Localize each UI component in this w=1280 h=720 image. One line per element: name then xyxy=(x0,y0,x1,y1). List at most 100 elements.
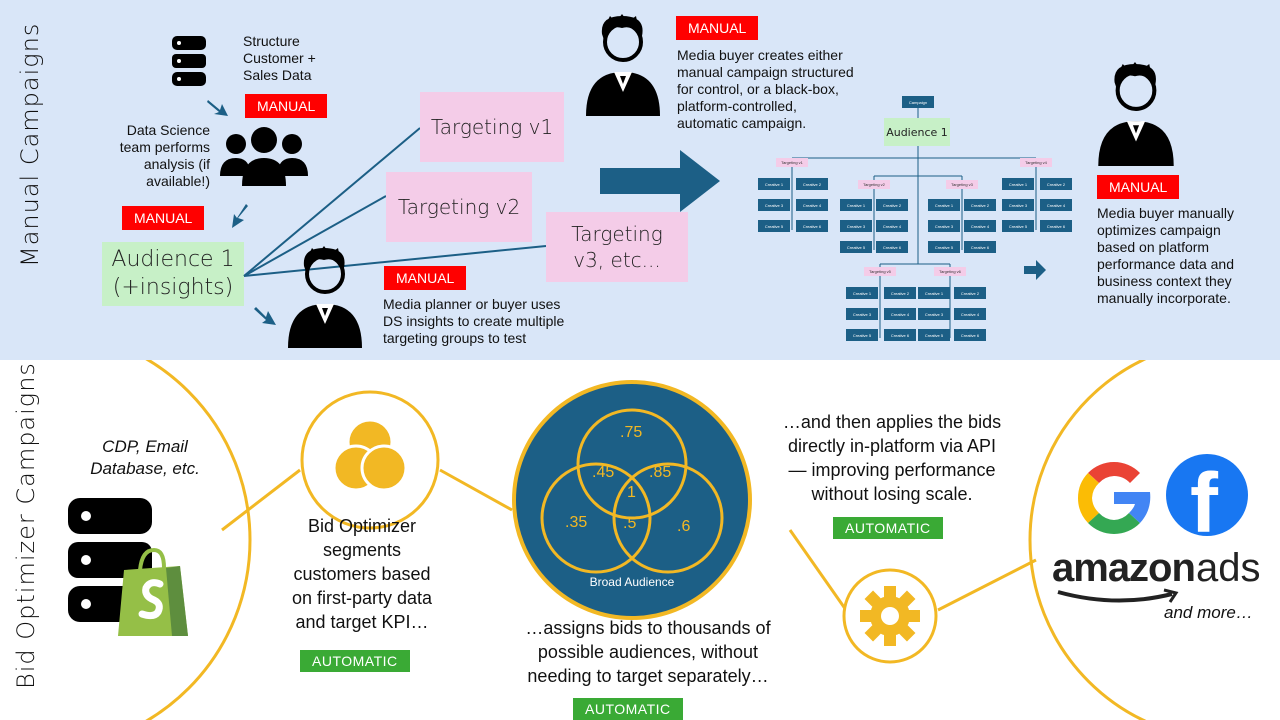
venn-icon xyxy=(300,390,440,530)
tree-creative-node: Creative 1 xyxy=(758,178,790,190)
tree-creative-node: Creative 2 xyxy=(964,199,996,211)
tree-creative-node: Creative 1 xyxy=(840,199,872,211)
targeting-connector-lines xyxy=(243,127,547,277)
manual-badge-structure: MANUAL xyxy=(245,94,328,118)
tree-creative-node: Creative 1 xyxy=(846,287,878,299)
venn-value-label: .6 xyxy=(677,518,691,535)
bid-optimizer-panel: Bid Optimizer Campaigns CDP, Email Datab… xyxy=(0,360,1280,720)
tree-creative-node: Creative 6 xyxy=(884,329,916,341)
tree-creative-node: Creative 1 xyxy=(918,287,950,299)
person-icon xyxy=(586,14,660,116)
manual-badge-buyer: MANUAL xyxy=(676,16,759,40)
assigns-text: …assigns bids to thousands of possible a… xyxy=(525,618,771,686)
arrow-icon xyxy=(1024,260,1046,280)
tree-creative-node: Creative 6 xyxy=(796,220,828,232)
database-icon xyxy=(172,36,206,86)
tree-creative-node: Creative 3 xyxy=(846,308,878,320)
amazon-smile-icon xyxy=(1057,588,1179,603)
tree-creative-node: Creative 3 xyxy=(758,199,790,211)
tree-creative-node: Creative 1 xyxy=(928,199,960,211)
tree-creative-node: Creative 5 xyxy=(1002,220,1034,232)
segments-text: Bid Optimizer segments customers based o… xyxy=(291,516,433,632)
tree-creative-node: Creative 6 xyxy=(964,241,996,253)
tree-creative-node: Creative 3 xyxy=(840,220,872,232)
sources-text: CDP, Email Database, etc. xyxy=(90,437,200,478)
optimize-text: Media buyer manually optimizes campaign … xyxy=(1097,205,1234,306)
tree-creative-node: Creative 2 xyxy=(796,178,828,190)
buyer-text: Media buyer creates either manual campai… xyxy=(677,47,854,131)
person-icon xyxy=(288,246,362,348)
manual-badge-ds: MANUAL xyxy=(122,206,205,230)
bid-optimizer-label: Bid Optimizer Campaigns xyxy=(12,362,40,689)
tree-creative-node: Creative 5 xyxy=(918,329,950,341)
automatic-badge-applies: AUTOMATIC xyxy=(833,517,943,539)
tree-targeting-node: Targeting v1 xyxy=(776,158,808,167)
tree-creative-node: Creative 5 xyxy=(840,241,872,253)
tree-creative-node: Creative 5 xyxy=(928,241,960,253)
tree-creative-node: Creative 3 xyxy=(928,220,960,232)
structure-data-text: Structure Customer + Sales Data xyxy=(243,33,316,83)
amazon-text: amazon xyxy=(1052,546,1196,590)
targeting-v1-box: Targeting v1 xyxy=(420,92,564,162)
tree-targeting-node: Targeting v2 xyxy=(858,180,890,189)
tree-creative-node: Creative 3 xyxy=(1002,199,1034,211)
google-logo: G xyxy=(1070,454,1158,542)
tree-creative-node: Creative 6 xyxy=(1040,220,1072,232)
tree-creative-node: Creative 2 xyxy=(954,287,986,299)
arrow-icon xyxy=(600,150,720,212)
venn-value-label: .85 xyxy=(649,464,672,481)
tree-creative-node: Creative 6 xyxy=(954,329,986,341)
facebook-letter: f xyxy=(1190,456,1218,536)
targeting-v3-box: Targeting v3, etc... xyxy=(546,212,688,282)
tree-targeting-node: Targeting v6 xyxy=(934,267,966,276)
targeting-v2-box: Targeting v2 xyxy=(386,172,532,242)
manual-badge-optimize: MANUAL xyxy=(1097,175,1180,199)
broad-audience-venn xyxy=(512,380,752,620)
arrow-icon xyxy=(254,307,276,325)
arrow-icon xyxy=(232,204,248,228)
facebook-logo: f xyxy=(1166,454,1248,536)
tree-creative-node: Creative 4 xyxy=(796,199,828,211)
tree-targeting-node: Targeting v3 xyxy=(946,180,978,189)
tree-creative-node: Creative 5 xyxy=(846,329,878,341)
tree-campaign-node: Campaign xyxy=(902,96,934,108)
gear-icon xyxy=(842,568,938,664)
venn-value-label: .5 xyxy=(623,515,637,532)
applies-text: …and then applies the bids directly in-p… xyxy=(782,412,1002,504)
audience-insights-box: Audience 1 (+insights) xyxy=(102,242,244,306)
tree-creative-node: Creative 4 xyxy=(876,220,908,232)
person-icon xyxy=(1098,62,1174,166)
flow-arcs xyxy=(145,360,1147,720)
venn-value-label: 1 xyxy=(627,484,636,501)
automatic-badge-segments: AUTOMATIC xyxy=(300,650,410,672)
tree-creative-node: Creative 4 xyxy=(964,220,996,232)
tree-creative-node: Creative 4 xyxy=(954,308,986,320)
ads-text: ads xyxy=(1196,546,1261,590)
arrow-icon xyxy=(207,100,228,116)
manual-campaigns-panel: Manual Campaigns Structure Customer + Sa… xyxy=(0,0,1280,360)
venn-value-label: .35 xyxy=(565,514,588,531)
tree-creative-node: Creative 2 xyxy=(876,199,908,211)
amazon-ads-logo: amazon ads xyxy=(1052,546,1272,606)
manual-badge-planner: MANUAL xyxy=(384,266,467,290)
tree-creative-node: Creative 1 xyxy=(1002,178,1034,190)
and-more-text: and more… xyxy=(1164,603,1253,622)
data-science-text: Data Science team performs analysis (if … xyxy=(119,122,210,189)
tree-creative-node: Creative 4 xyxy=(1040,199,1072,211)
tree-creative-node: Creative 5 xyxy=(758,220,790,232)
tree-audience-node: Audience 1 xyxy=(884,118,950,146)
group-icon xyxy=(220,127,308,186)
planner-text: Media planner or buyer uses DS insights … xyxy=(383,296,565,346)
automatic-badge-assigns: AUTOMATIC xyxy=(573,698,683,720)
google-g-mark xyxy=(1077,461,1151,535)
tree-connector-lines xyxy=(791,108,1037,338)
tree-creative-node: Creative 2 xyxy=(1040,178,1072,190)
shopify-icon xyxy=(118,548,188,636)
tree-creative-node: Creative 6 xyxy=(876,241,908,253)
tree-targeting-node: Targeting v5 xyxy=(864,267,896,276)
tree-creative-node: Creative 3 xyxy=(918,308,950,320)
tree-creative-node: Creative 4 xyxy=(884,308,916,320)
venn-caption: Broad Audience xyxy=(589,575,675,589)
tree-targeting-node: Targeting v4 xyxy=(1020,158,1052,167)
venn-value-label: .45 xyxy=(592,464,615,481)
